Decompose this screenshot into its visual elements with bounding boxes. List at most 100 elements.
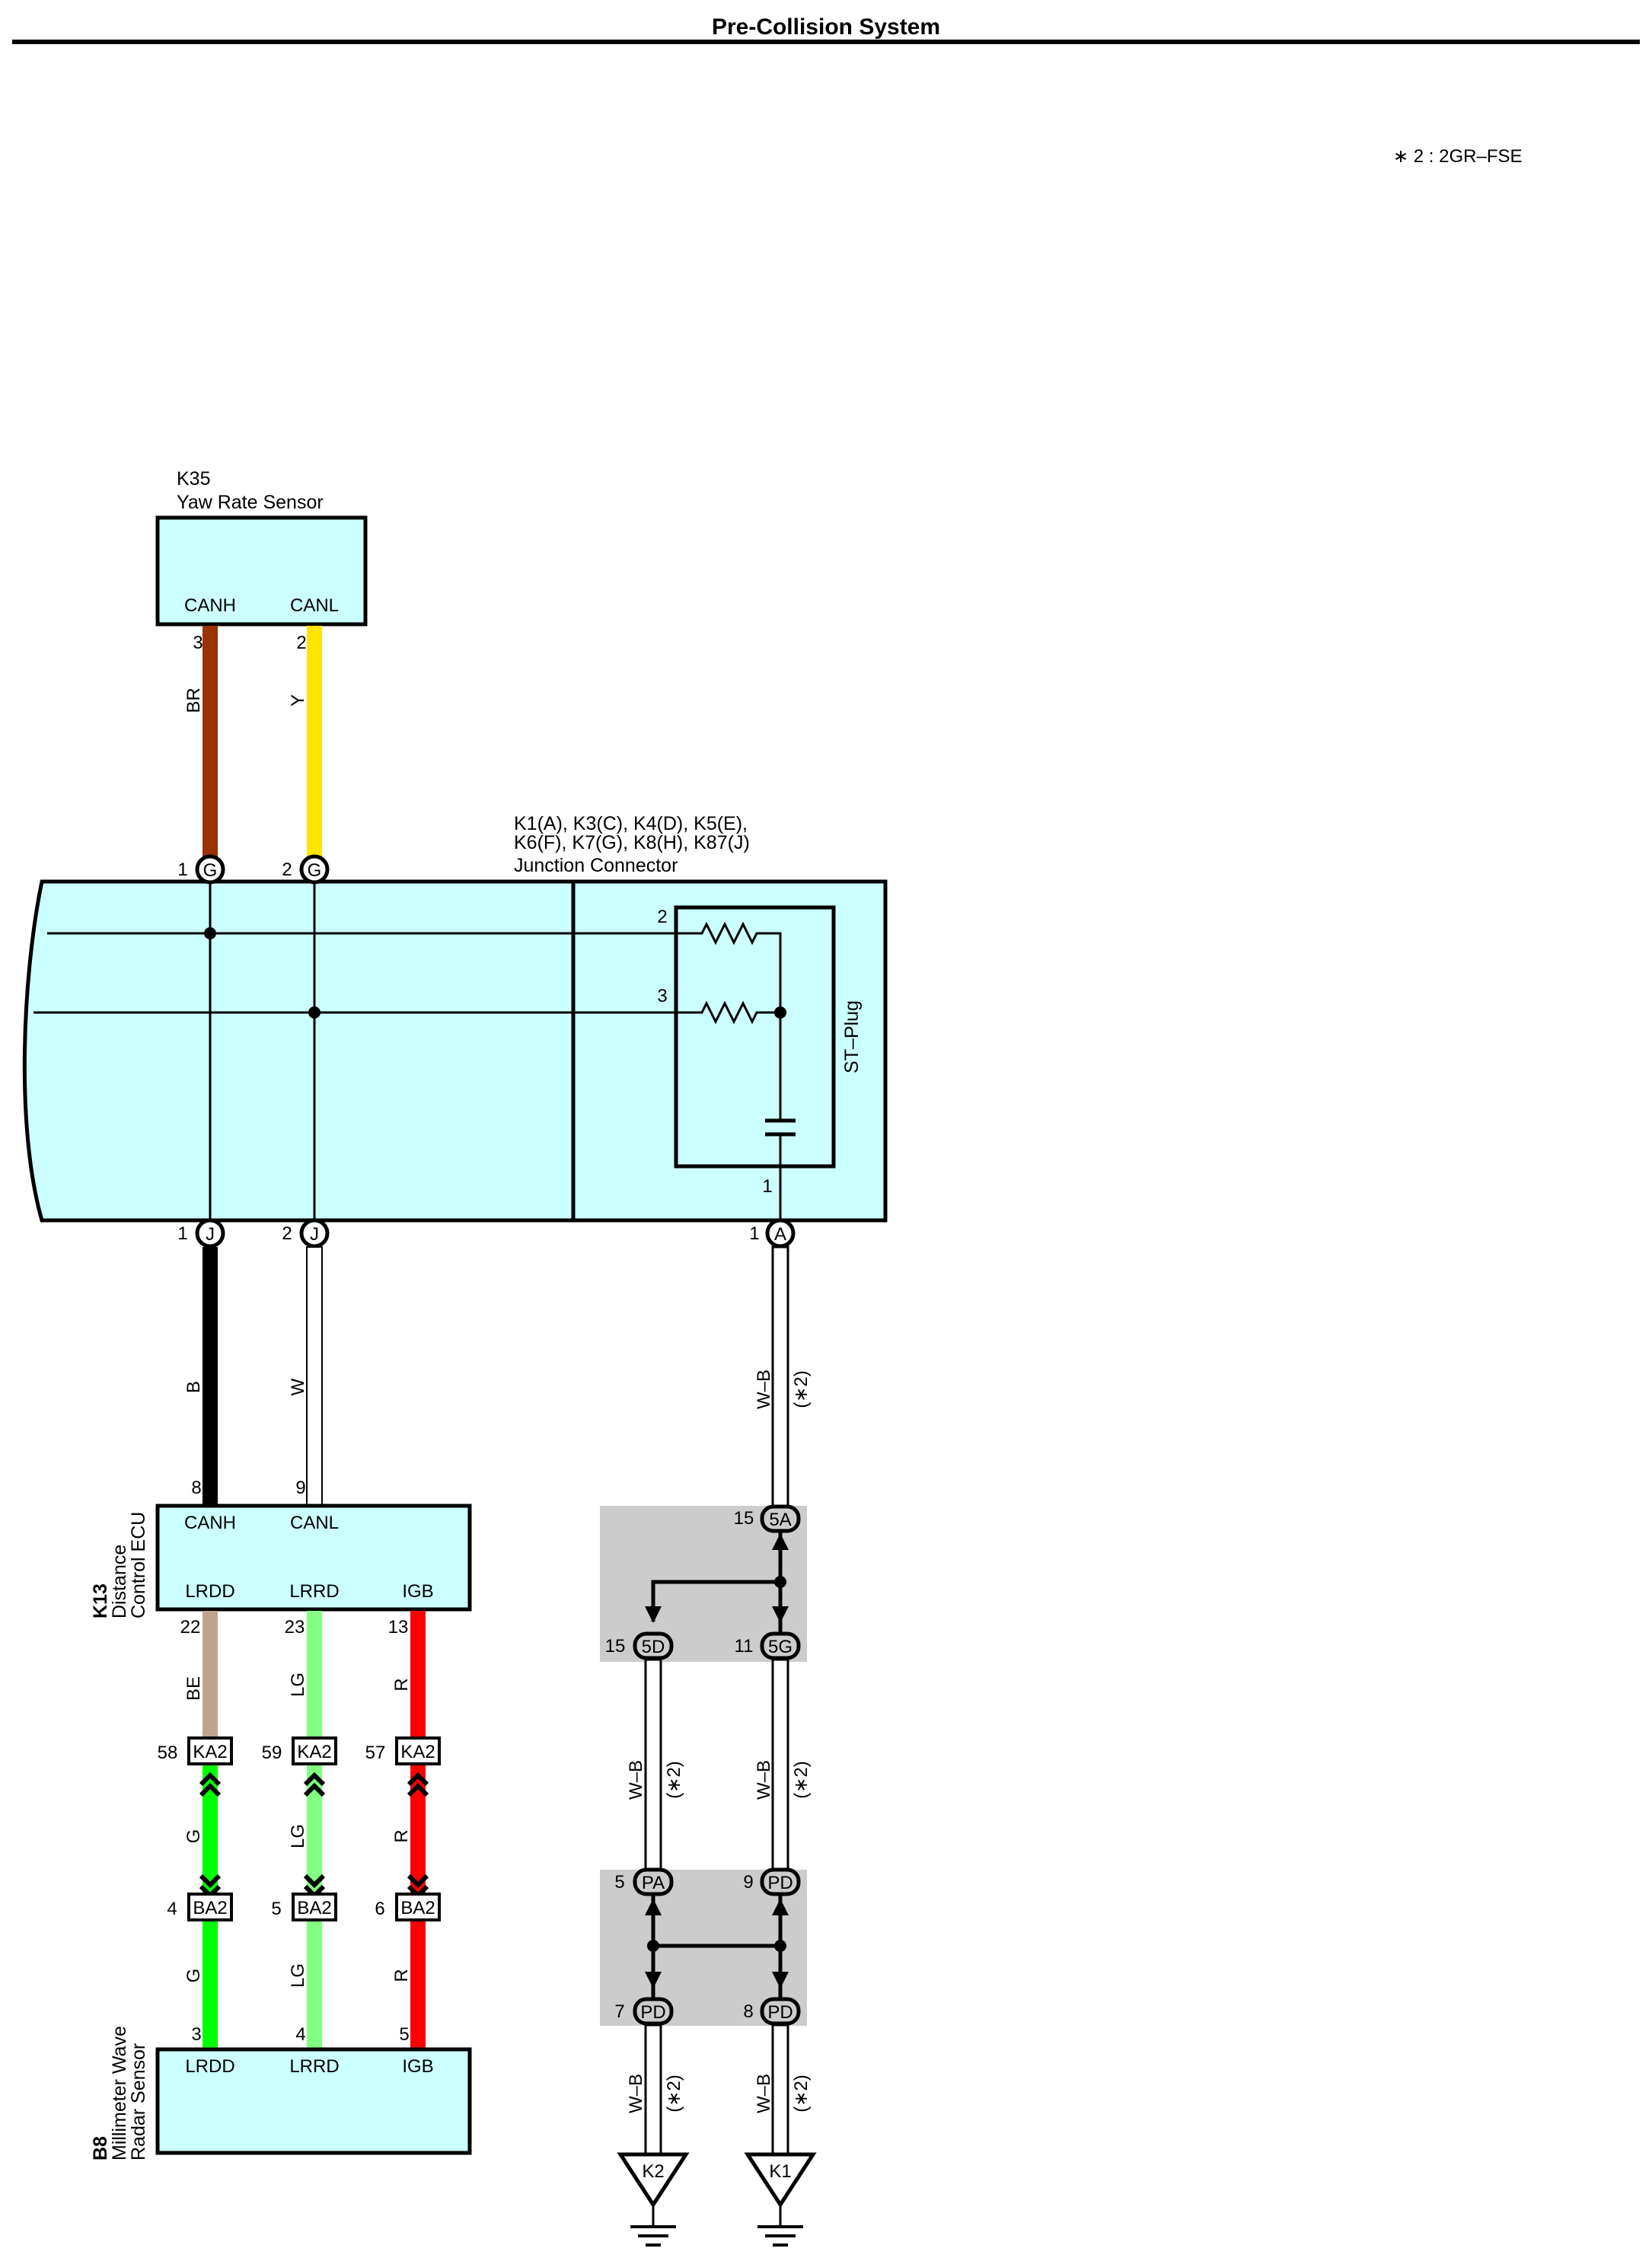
b8-name1: Millimeter Wave: [109, 2026, 130, 2161]
b8-terminal-3: 3: [191, 2024, 201, 2045]
ground-k1: K1: [744, 2152, 817, 2247]
wire-b: [203, 1247, 218, 1506]
ka2-3-label: KA2: [400, 1742, 435, 1762]
k13-pin-lrrd: LRRD: [289, 1581, 339, 1602]
ba2-1-box: [187, 1893, 233, 1921]
wire-label-lg-middle: LG: [288, 1824, 308, 1848]
ba2-3-box: [395, 1893, 441, 1921]
connector-ka2-row: 58 KA2 59 KA2 57 KA2: [158, 1736, 441, 1765]
wire-br: [203, 626, 218, 866]
wire-wb-5g-pd: [771, 1658, 789, 1871]
junction-codes-line1: K1(A), K3(C), K4(D), K5(E),: [514, 813, 748, 834]
jc-bot-pin-2: 2: [282, 1223, 292, 1244]
wire-label-r-upper: R: [391, 1678, 412, 1691]
wire-label-r-lower: R: [391, 1969, 412, 1982]
splice-canh: [204, 927, 216, 939]
k35-pin-canl: CANL: [290, 595, 339, 616]
jc-top-terminal-1: [195, 854, 225, 885]
jpd9-terminal: [760, 1867, 801, 1896]
lb-splice-left: [647, 1940, 659, 1952]
ka2-2-box: [292, 1736, 337, 1765]
k35-pin-canh: CANH: [184, 595, 236, 616]
jc-top-terminal-2: [299, 854, 330, 885]
b8-pin-lrrd: LRRD: [289, 2056, 339, 2077]
jpd9-label: PD: [767, 1873, 793, 1893]
k35-box: [155, 515, 368, 627]
j5g-label: 5G: [768, 1637, 793, 1657]
jpd9-pin: 9: [743, 1872, 753, 1893]
jpd7-label: PD: [640, 2002, 665, 2023]
ground-k2: K2: [617, 2152, 690, 2247]
k13-pin-lrdd: LRDD: [185, 1581, 234, 1602]
ka2-1-pin: 58: [158, 1743, 178, 1763]
wire-g-middle: [203, 1765, 218, 1905]
wire-label-star-5g: (∗2): [791, 1761, 812, 1798]
jpa-pin: 5: [614, 1872, 624, 1893]
k13-name1: Distance: [109, 1545, 130, 1618]
ka2-3-box: [395, 1736, 441, 1765]
jc-top-pin-1: 1: [177, 859, 187, 880]
wire-wb-k1: [771, 2023, 789, 2156]
wire-label-w: W: [288, 1378, 308, 1395]
st-plug-label: ST–Plug: [841, 1000, 863, 1073]
wire-label-star-5d: (∗2): [664, 1761, 684, 1798]
junction-name: Junction Connector: [514, 855, 678, 876]
j5g-pin: 11: [735, 1636, 754, 1657]
wire-g-lower: [203, 1921, 218, 2049]
wire-label-star-k1: (∗2): [791, 2074, 812, 2112]
ground-k2-triangle: [617, 2152, 690, 2208]
jc-bot-pin-a: 1: [749, 1223, 759, 1244]
ba2-1-pin: 4: [167, 1899, 177, 1919]
wire-label-wb-main: W–B: [754, 1370, 774, 1409]
header-rule: [12, 40, 1640, 44]
j5d-terminal: [633, 1631, 674, 1660]
ba2-3-pin: 6: [375, 1899, 384, 1919]
jpa-label: PA: [642, 1873, 665, 1893]
jc-bot-terminal-1: [195, 1218, 225, 1248]
st-plug-pin-3: 3: [657, 986, 667, 1006]
ub-splice: [774, 1576, 786, 1588]
j5a-terminal: [760, 1504, 801, 1533]
junction-codes-line2: K6(F), K7(G), K8(H), K87(J): [514, 832, 750, 853]
splice-canl: [308, 1006, 321, 1019]
wire-wb-5d-pa: [644, 1658, 662, 1871]
ground-k2-label: K2: [642, 2161, 664, 2182]
jpa-terminal: [633, 1867, 674, 1896]
footnote: ∗ 2 : 2GR–FSE: [1393, 146, 1523, 167]
k13-code: K13: [90, 1583, 111, 1618]
k35-terminal-2: 2: [296, 633, 306, 653]
wire-wb-main: [771, 1245, 789, 1507]
ka2-3-pin: 57: [365, 1743, 386, 1763]
wire-lg-lower: [307, 1921, 322, 2049]
wire-label-wb-5d: W–B: [626, 1760, 646, 1800]
jc-bot-pin-1: 1: [177, 1223, 187, 1244]
jc-top-pin-2: 2: [282, 859, 292, 880]
wire-label-br: BR: [183, 687, 204, 713]
k35-terminal-3: 3: [193, 633, 203, 653]
k13-terminal-23: 23: [285, 1617, 305, 1638]
ba2-2-box: [292, 1893, 337, 1921]
b8-box: [155, 2047, 472, 2155]
wire-label-y: Y: [288, 694, 308, 706]
wire-lg-upper: [307, 1611, 322, 1736]
ba2-2-pin: 5: [271, 1899, 281, 1919]
jc-top-letter-1: G: [203, 860, 218, 881]
b8-terminal-5: 5: [399, 2024, 409, 2045]
wire-r-lower: [410, 1921, 426, 2049]
wire-label-b: B: [183, 1381, 204, 1393]
k35-name: Yaw Rate Sensor: [177, 492, 324, 513]
wire-be: [203, 1611, 218, 1736]
k13-pin-canl: CANL: [290, 1513, 339, 1533]
wire-label-wb-5g: W–B: [754, 1760, 774, 1800]
b8-pin-igb: IGB: [402, 2056, 433, 2077]
k13-terminal-9: 9: [295, 1478, 305, 1498]
ground-k1-label: K1: [769, 2161, 791, 2182]
ka2-2-label: KA2: [297, 1742, 331, 1762]
wire-label-lg-upper: LG: [288, 1673, 308, 1697]
connector-ba2-row: 4 BA2 5 BA2 6 BA2: [167, 1893, 441, 1921]
k35-yaw-rate-sensor: K35 Yaw Rate Sensor CANH CANL: [155, 468, 368, 627]
k13-terminal-8: 8: [191, 1478, 201, 1498]
k13-pin-igb: IGB: [402, 1581, 433, 1602]
wire-y: [307, 626, 322, 866]
b8-terminal-4: 4: [295, 2024, 305, 2045]
